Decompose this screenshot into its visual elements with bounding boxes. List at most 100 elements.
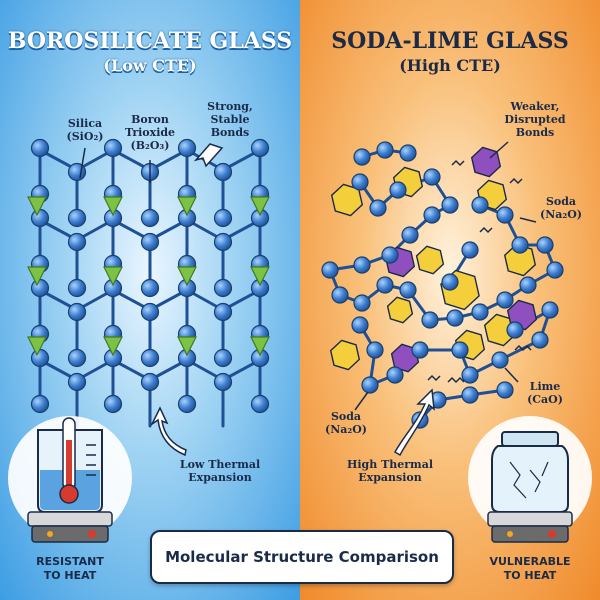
silica-atom — [353, 256, 371, 274]
silica-atom — [353, 294, 371, 312]
silica-atom — [441, 273, 459, 291]
silica-atom — [421, 311, 439, 329]
silica-atom — [461, 386, 479, 404]
silica-atom — [536, 236, 554, 254]
disrupted-bond-squiggle — [451, 159, 465, 167]
label-high-expansion-1: High Thermal — [346, 458, 433, 471]
boron-triangle — [27, 336, 47, 357]
disrupted-bond-squiggle — [427, 374, 441, 382]
silica-atom — [140, 208, 160, 228]
silica-atom — [140, 302, 160, 322]
silica-atom — [30, 394, 50, 414]
resistant-to-heat-caption: RESISTANT TO HEAT — [20, 555, 120, 583]
boron-triangle — [250, 336, 270, 357]
silica-atom — [491, 351, 509, 369]
silica-atom — [67, 278, 87, 298]
silica-atom — [67, 348, 87, 368]
silica-atom — [496, 381, 514, 399]
silica-atom — [140, 232, 160, 252]
label-bonds-3: Bonds — [210, 126, 250, 139]
silica-atom — [67, 302, 87, 322]
silica-atom — [30, 278, 50, 298]
silica-atom — [140, 278, 160, 298]
caption-resistant-2: TO HEAT — [43, 569, 97, 582]
silica-atom — [250, 138, 270, 158]
label-lime: Lime (CaO) — [520, 380, 570, 406]
silica-atom — [67, 162, 87, 182]
caption-resistant-1: RESISTANT — [36, 555, 104, 568]
label-boron-name: Boron — [131, 113, 169, 126]
silica-atom — [30, 348, 50, 368]
silica-atom — [511, 236, 529, 254]
boron-triangle — [103, 196, 123, 217]
vulnerable-to-heat-caption: VULNERABLE TO HEAT — [480, 555, 580, 583]
silica-atom — [519, 276, 537, 294]
label-low-expansion-2: Expansion — [188, 471, 252, 484]
silica-atom — [461, 366, 479, 384]
silica-atom — [353, 148, 371, 166]
silica-atom — [213, 348, 233, 368]
silica-atom — [389, 181, 407, 199]
label-soda-bottom-2: (Na₂O) — [325, 423, 367, 436]
label-soda-top-2: (Na₂O) — [540, 208, 582, 221]
soda-ion — [329, 339, 361, 371]
silica-atom — [386, 366, 404, 384]
label-weaker-bonds: Weaker, Disrupted Bonds — [500, 100, 570, 139]
silica-atom — [376, 141, 394, 159]
silica-atom — [401, 226, 419, 244]
label-boron-name-2: Trioxide — [124, 126, 176, 139]
silica-atom — [496, 291, 514, 309]
cracked-jar-hotplate-icon — [468, 416, 592, 543]
borosilicate-title: BOROSILICATE GLASS — [7, 28, 293, 54]
silica-atom — [423, 206, 441, 224]
label-strong-bonds: Strong, Stable Bonds — [200, 100, 260, 139]
disrupted-bond-squiggle — [479, 226, 493, 234]
label-low-expansion-1: Low Thermal — [179, 458, 261, 471]
label-silica: Silica (SiO₂) — [58, 117, 112, 143]
soda-ion — [386, 296, 414, 324]
borosilicate-lattice — [27, 138, 270, 428]
silica-atom — [213, 232, 233, 252]
disrupted-bond-squiggle — [514, 344, 532, 352]
label-silica-formula: (SiO₂) — [66, 130, 104, 143]
silica-atom — [399, 281, 417, 299]
silica-atom — [471, 196, 489, 214]
disrupted-bond-squiggle — [447, 376, 465, 384]
silica-atom — [446, 309, 464, 327]
silica-atom — [546, 261, 564, 279]
label-silica-name: Silica — [67, 117, 103, 130]
silica-atom — [140, 372, 160, 392]
label-high-thermal-expansion: High Thermal Expansion — [340, 458, 440, 484]
silica-atom — [376, 276, 394, 294]
beaker-hotplate-icon — [8, 416, 132, 543]
silica-atom — [213, 372, 233, 392]
label-boron-trioxide: Boron Trioxide (B₂O₃) — [120, 113, 180, 152]
silica-atom — [331, 286, 349, 304]
boron-triangle — [250, 266, 270, 287]
label-soda-bottom-1: Soda — [330, 410, 362, 423]
disrupted-bond-squiggle — [509, 177, 523, 185]
label-weaker-2: Disrupted — [504, 113, 566, 126]
label-boron-formula: (B₂O₃) — [130, 139, 170, 152]
silica-atom — [213, 302, 233, 322]
silica-atom — [177, 394, 197, 414]
arrow-low-expansion-icon — [150, 406, 187, 457]
boron-triangle — [177, 266, 197, 287]
label-high-expansion-2: Expansion — [358, 471, 422, 484]
label-lime-1: Lime — [529, 380, 561, 393]
silica-atom — [441, 196, 459, 214]
comparison-badge: Molecular Structure Comparison — [150, 530, 454, 584]
boron-triangle — [27, 266, 47, 287]
silica-atom — [423, 168, 441, 186]
boron-triangle — [250, 196, 270, 217]
silica-atom — [103, 138, 123, 158]
silica-atom — [399, 144, 417, 162]
silica-atom — [67, 232, 87, 252]
silica-atom — [411, 341, 429, 359]
soda-lime-network — [321, 141, 564, 429]
silica-atom — [213, 162, 233, 182]
silica-atom — [496, 206, 514, 224]
silica-atom — [369, 199, 387, 217]
silica-atom — [461, 241, 479, 259]
